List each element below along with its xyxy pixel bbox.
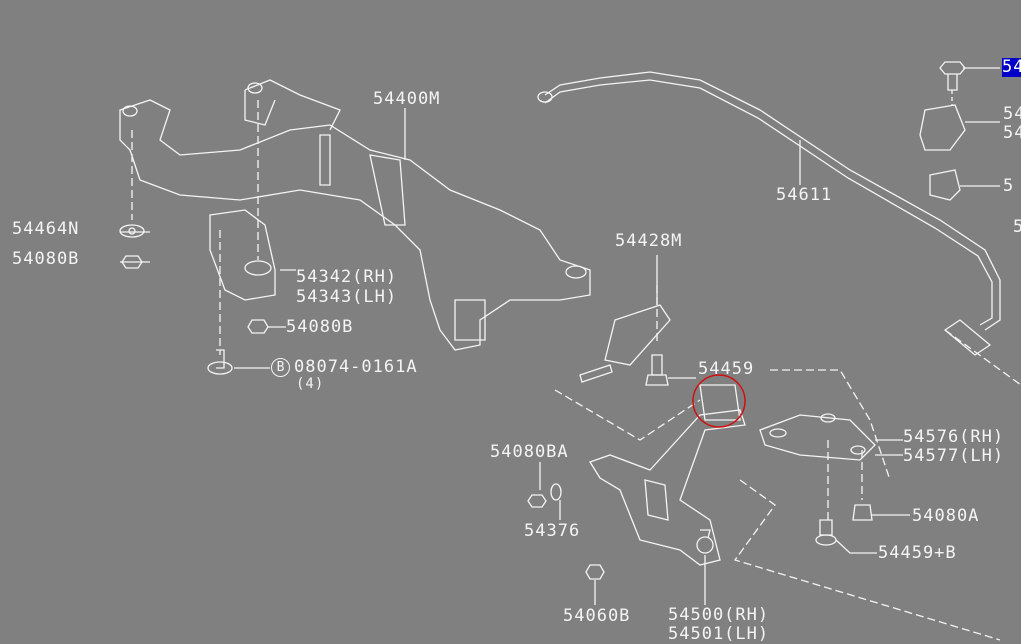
label-bolt[interactable]: 08074-0161A <box>294 357 418 377</box>
crossmember-part[interactable] <box>119 79 591 351</box>
assembly-lines <box>131 100 1021 641</box>
label-bolt-arm[interactable]: 54459 <box>698 359 755 379</box>
label-right-2[interactable]: 54 <box>1003 104 1021 124</box>
bolt-code-badge: B <box>271 358 290 377</box>
label-mount-lh[interactable]: 54343(LH) <box>296 287 398 307</box>
label-right-4[interactable]: 5 <box>1003 176 1015 196</box>
label-nut-left[interactable]: 54080B <box>12 249 80 269</box>
callout-circle <box>692 374 746 428</box>
label-nut-bottom[interactable]: 54060B <box>563 606 631 626</box>
label-bolt-plate[interactable]: 54459+B <box>878 543 957 563</box>
label-washer[interactable]: 54464N <box>12 219 80 239</box>
lower-control-arm-part[interactable] <box>589 384 746 605</box>
label-nut-arm[interactable]: 54080BA <box>490 442 569 462</box>
stabilizer-bar-part[interactable] <box>537 71 1001 331</box>
label-arm-rh[interactable]: 54500(RH) <box>668 605 770 625</box>
label-plate-rh[interactable]: 54576(RH) <box>903 427 1005 447</box>
label-crossmember[interactable]: 54400M <box>373 89 441 109</box>
label-arm-lh[interactable]: 54501(LH) <box>668 624 770 644</box>
label-nut-plate[interactable]: 54080A <box>912 506 980 526</box>
label-bolt-qty: (4) <box>296 376 325 392</box>
label-right-1-selected[interactable]: 54 <box>1002 58 1021 77</box>
label-bracket[interactable]: 54428M <box>615 231 683 251</box>
label-mount-rh[interactable]: 54342(RH) <box>296 267 398 287</box>
label-stabilizer[interactable]: 54611 <box>776 185 833 205</box>
label-plate-lh[interactable]: 54577(LH) <box>903 446 1005 466</box>
label-nut-mount[interactable]: 54080B <box>286 317 354 337</box>
label-washer-arm[interactable]: 54376 <box>524 521 581 541</box>
label-right-3[interactable]: 54 <box>1003 123 1021 143</box>
label-right-5[interactable]: 5 <box>1013 217 1021 237</box>
